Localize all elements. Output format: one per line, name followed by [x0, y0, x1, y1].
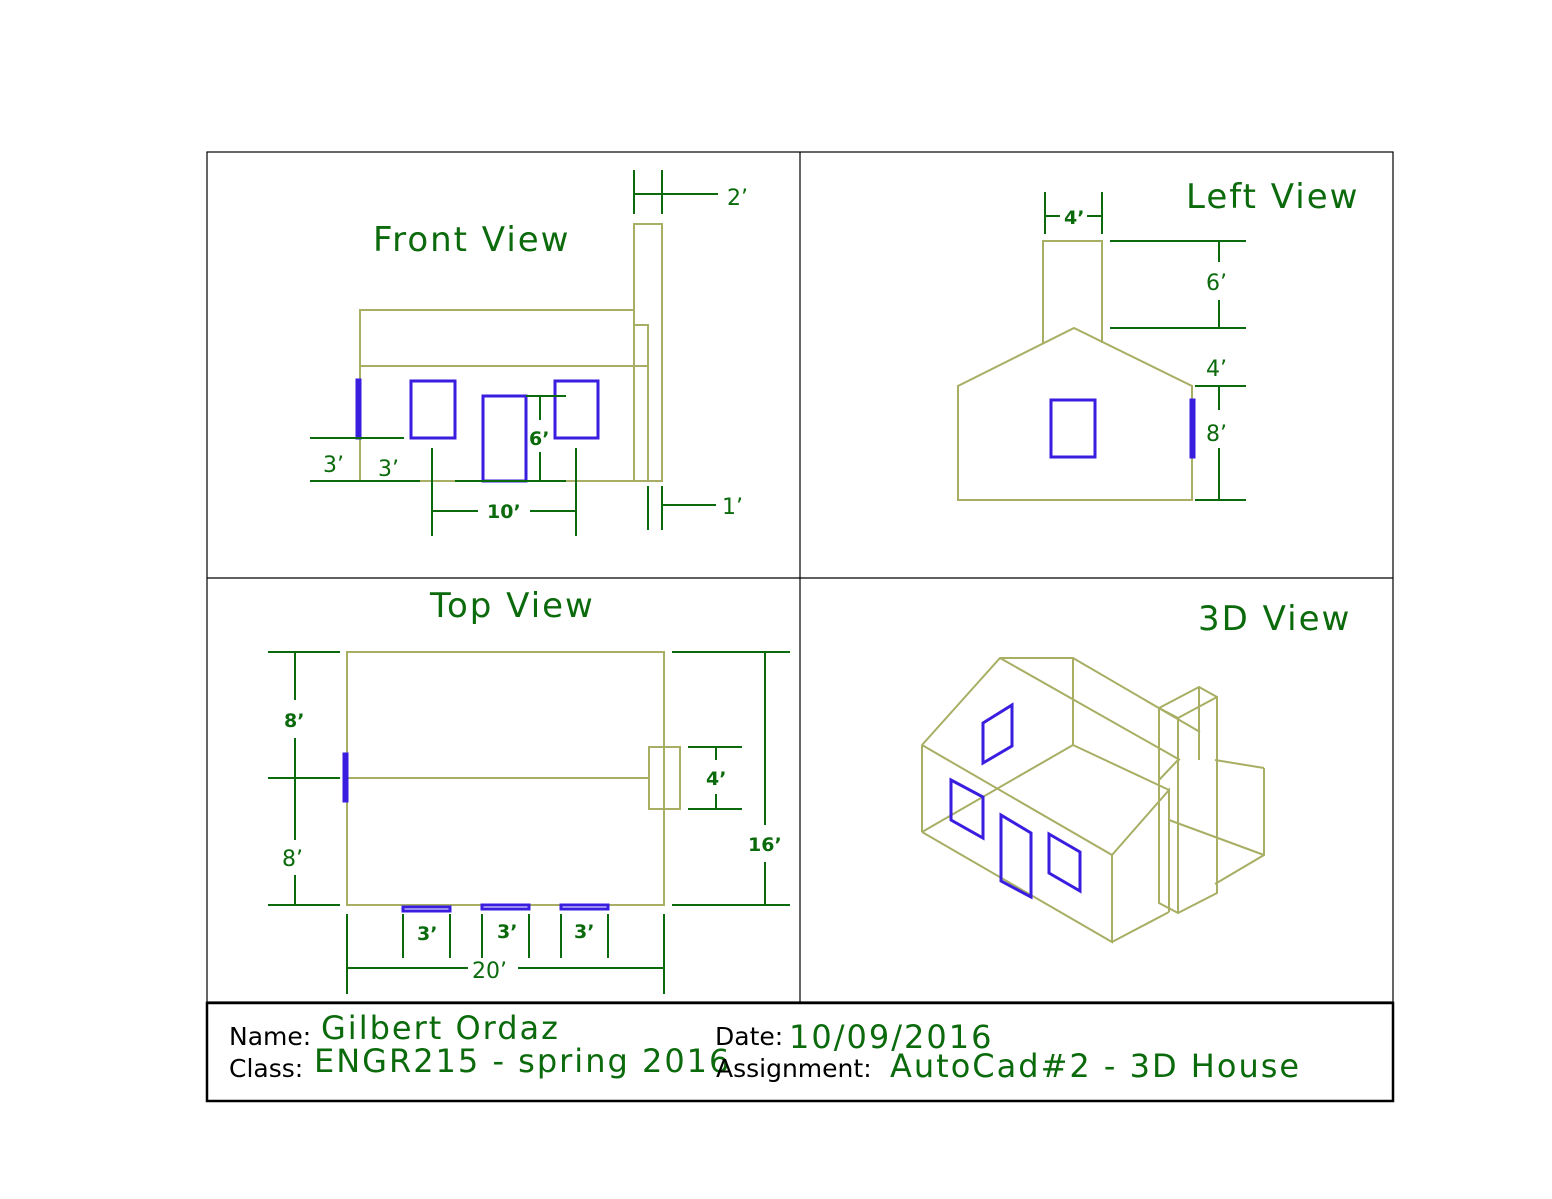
- dim-top-win3: 3’: [574, 921, 594, 943]
- title-block: Name: Gilbert Ordaz Class: ENGR215 - spr…: [229, 1009, 1301, 1085]
- front-view-title: Front View: [373, 220, 571, 260]
- iso-door: [999, 812, 1033, 900]
- dim-top-length: 20’: [472, 959, 507, 984]
- iso-window-right: [1047, 831, 1082, 894]
- top-window-3: [559, 903, 610, 911]
- top-chimney: [648, 746, 681, 810]
- dim-left-edge: 3’: [323, 453, 344, 478]
- left-view-title: Left View: [1186, 177, 1359, 217]
- top-view: Top View: [268, 586, 790, 994]
- top-dimensions: [268, 651, 790, 994]
- dim-span: 10’: [487, 501, 521, 523]
- left-dimensions: [1044, 192, 1246, 501]
- top-window-2: [480, 903, 531, 911]
- dim-top-lower: 8’: [282, 847, 303, 872]
- front-door: [481, 394, 528, 483]
- iso-window-left: [949, 777, 985, 841]
- dim-chimney-width: 2’: [727, 186, 748, 211]
- dim-setback: 1’: [722, 495, 743, 520]
- iso-view: 3D View: [921, 599, 1351, 944]
- dim-wall-height: 8’: [1206, 422, 1227, 447]
- name-value: Gilbert Ordaz: [321, 1009, 560, 1047]
- sheet-frame: [205, 151, 1395, 1103]
- class-label: Class:: [229, 1054, 303, 1083]
- iso-window-roof: [981, 702, 1014, 766]
- front-dimensions: [310, 170, 718, 536]
- dim-left-chimney-width: 4’: [1064, 207, 1084, 229]
- assignment-label: Assignment:: [716, 1054, 872, 1083]
- dim-top-depth: 16’: [748, 834, 782, 856]
- top-side-window: [342, 752, 349, 803]
- name-label: Name:: [229, 1022, 311, 1051]
- front-side-window: [355, 378, 362, 440]
- left-chimney: [1042, 240, 1103, 344]
- dim-top-win2: 3’: [497, 921, 517, 943]
- left-side-window: [1189, 398, 1196, 459]
- dim-roof-rise: 4’: [1206, 357, 1227, 382]
- left-window: [1049, 398, 1097, 459]
- front-view: Front View 2’ 1’: [310, 170, 748, 536]
- dim-left-chimney-height: 6’: [1206, 271, 1227, 296]
- title-block-frame: [205, 1001, 1395, 1103]
- dim-top-win1: 3’: [417, 923, 437, 945]
- iso-house-wireframe: [921, 657, 1265, 944]
- front-chimney: [633, 223, 663, 482]
- date-value: 10/09/2016: [789, 1018, 993, 1056]
- top-view-title: Top View: [429, 586, 595, 626]
- front-window-right: [553, 379, 600, 440]
- dim-top-chimney: 4’: [706, 768, 726, 790]
- iso-view-title: 3D View: [1198, 599, 1351, 639]
- date-label: Date:: [715, 1022, 783, 1051]
- class-value: ENGR215 - spring 2016: [314, 1042, 731, 1080]
- left-view: Left View 4’ 6’ 4’ 8’: [957, 177, 1359, 501]
- left-wall-outline: [957, 326, 1193, 501]
- assignment-value: AutoCad#2 - 3D House: [890, 1047, 1301, 1085]
- front-window-left: [409, 379, 457, 440]
- dim-door-height: 6’: [529, 428, 549, 450]
- dim-window-width: 3’: [378, 457, 399, 482]
- dim-top-upper: 8’: [284, 710, 304, 732]
- top-window-1: [401, 905, 452, 913]
